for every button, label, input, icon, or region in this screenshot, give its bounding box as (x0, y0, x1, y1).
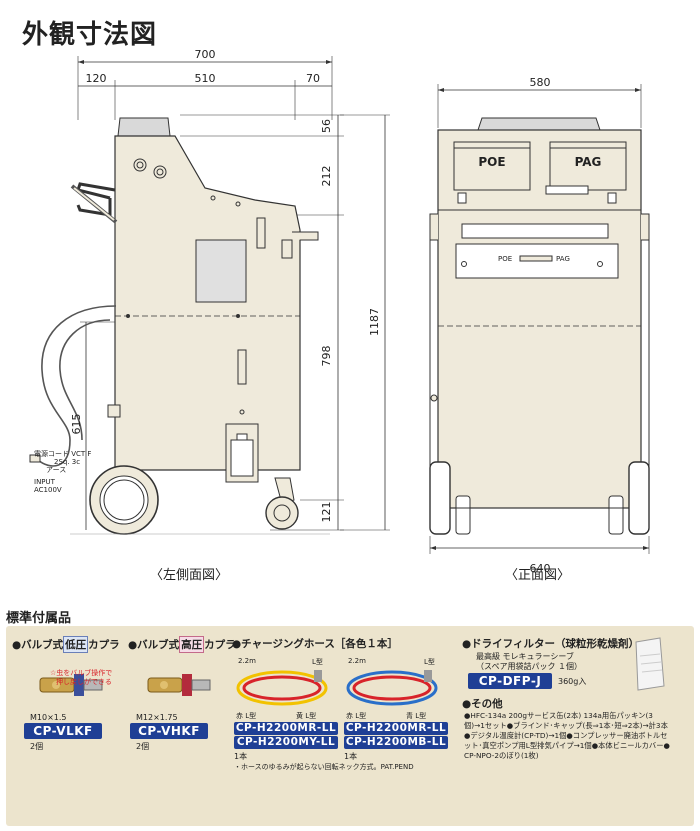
bullet-icon: ● (12, 639, 22, 651)
dim-615: 615 (70, 414, 83, 435)
hose-right-length: 2.2m (348, 657, 366, 665)
hose-left-red: 赤 L型 (236, 712, 257, 720)
hose-code-4: CP-H2200MB-LL (344, 736, 448, 749)
bullet-icon: ● (232, 638, 242, 650)
others-title: ●その他 (462, 696, 503, 711)
slider-poe: POE (498, 255, 512, 263)
dimension-drawing: 700 120 510 70 580 640 56 212 798 121 11… (29, 48, 650, 575)
others-line-2: 個)→1セット●ブラインド･キャップ(長⇒1本･短⇒2本)→計3本 (464, 721, 668, 730)
slider-pag: PAG (556, 255, 570, 263)
valve-note-1: ☆虫をバルブ操作で (50, 669, 113, 677)
accessories-heading: 標準付属品 (6, 611, 72, 626)
valve-low-qty: 2個 (30, 742, 44, 751)
dim-70: 70 (306, 72, 320, 85)
dim-120: 120 (86, 72, 107, 85)
valve-low-tag: 低圧 (63, 636, 89, 653)
cord-labels: 電源コード VCT F 2Sq. 3c アース INPUT AC100V (34, 449, 91, 494)
dryer-code: CP-DFP-J (468, 673, 552, 689)
dim-580: 580 (530, 76, 551, 89)
dryer-desc-2: （スペア用袋詰パック １個） (476, 662, 582, 671)
hose-right-ltype: L型 (424, 658, 435, 666)
valve-note-2: 押し戻しができる (56, 678, 112, 686)
hose-title: ●チャージングホース［各色１本］ (232, 636, 398, 651)
hose-code-2: CP-H2200MY-LL (234, 736, 338, 749)
hose-right-blue: 青 L型 (406, 712, 427, 720)
valve-high-coupler-image (147, 674, 211, 696)
caption-front-view: 〈正面図〉 (505, 568, 571, 583)
dimension-arrows (78, 60, 649, 550)
label-poe: POE (478, 155, 505, 169)
valve-high-title: ●バルブ式高圧カプラ (128, 636, 236, 653)
dim-510: 510 (195, 72, 216, 85)
label-pag: PAG (575, 155, 602, 169)
valve-high-qty: 2個 (136, 742, 150, 751)
page-title: 外観寸法図 (22, 20, 158, 50)
others-line-4: ット･真空ポンプ用L型排気パイプ→1個●本体ビニールカバー● (464, 741, 670, 750)
bullet-icon: ● (462, 698, 472, 710)
hose-left-ltype: L型 (312, 658, 323, 666)
dimension-labels: 700 120 510 70 580 640 56 212 798 121 11… (70, 48, 551, 575)
valve-high-suffix: カプラ (204, 639, 236, 651)
valve-low-coupler-image (39, 674, 103, 696)
hose-code-1: CP-H2200MR-LL (234, 722, 338, 735)
dim-798: 798 (320, 346, 333, 367)
valve-low-title: ●バルブ式低圧カプラ (12, 636, 120, 653)
hose-left-length: 2.2m (238, 657, 256, 665)
dim-1187: 1187 (368, 308, 381, 336)
valve-high-size: M12×1.75 (136, 713, 178, 722)
valve-high-tag: 高圧 (179, 636, 205, 653)
dryer-pack-image (635, 637, 665, 691)
cord-label-5: AC100V (34, 486, 62, 494)
cord-label-4: INPUT (34, 478, 56, 486)
dryer-desc-1: 最高級 モレキュラーシーブ (476, 652, 574, 661)
hose-qty-left: 1本 (234, 752, 248, 761)
valve-high-prefix: バルブ式 (137, 639, 180, 651)
cord-label-1: 電源コード VCT F (34, 449, 91, 458)
hose-image (236, 670, 438, 706)
hose-note: ・ホースのゆるみが起らない回転ネック方式。PAT.PEND (234, 763, 414, 771)
others-line-3: ●デジタル温度計(CP-TD)→1個●コンプレッサー廃油ボトルセ (464, 731, 668, 740)
front-view (429, 84, 650, 554)
valve-low-code: CP-VLKF (24, 723, 102, 739)
side-view (29, 56, 390, 535)
hose-code-3: CP-H2200MR-LL (344, 722, 448, 735)
cord-label-2: 2Sq. 3c (54, 458, 80, 466)
dim-212: 212 (320, 166, 333, 187)
valve-low-size: M10×1.5 (30, 713, 67, 722)
hose-right-red: 赤 L型 (346, 712, 367, 720)
dim-640: 640 (530, 562, 551, 575)
dryer-weight: 360g入 (558, 677, 587, 686)
others-title-text: その他 (471, 698, 503, 710)
bullet-icon: ● (128, 639, 138, 651)
caption-side-view: 〈左側面図〉 (150, 568, 229, 583)
dim-700: 700 (195, 48, 216, 61)
hose-title-text: チャージングホース［各色１本］ (241, 638, 398, 650)
slider-labels: POE PAG (498, 255, 570, 263)
valve-low-suffix: カプラ (88, 639, 120, 651)
others-line-5: CP-NPO-2のぼり(1枚) (464, 751, 539, 760)
cord-label-3: アース (46, 466, 66, 474)
others-line-1: ●HFC-134a 200gサービス缶(2本) 134a用缶パッキン(3 (464, 711, 653, 720)
dryer-title-text: ドライフィルター（球粒形乾燥剤） (471, 638, 639, 650)
dim-56: 56 (320, 119, 333, 133)
hose-qty-right: 1本 (344, 752, 358, 761)
dryer-title: ●ドライフィルター（球粒形乾燥剤） (462, 636, 639, 651)
front-labels: POE PAG (478, 155, 601, 169)
valve-high-code: CP-VHKF (130, 723, 208, 739)
valve-low-prefix: バルブ式 (21, 639, 64, 651)
dim-121: 121 (320, 502, 333, 523)
bullet-icon: ● (462, 638, 472, 650)
hose-left-yellow: 黄 L型 (296, 712, 317, 720)
